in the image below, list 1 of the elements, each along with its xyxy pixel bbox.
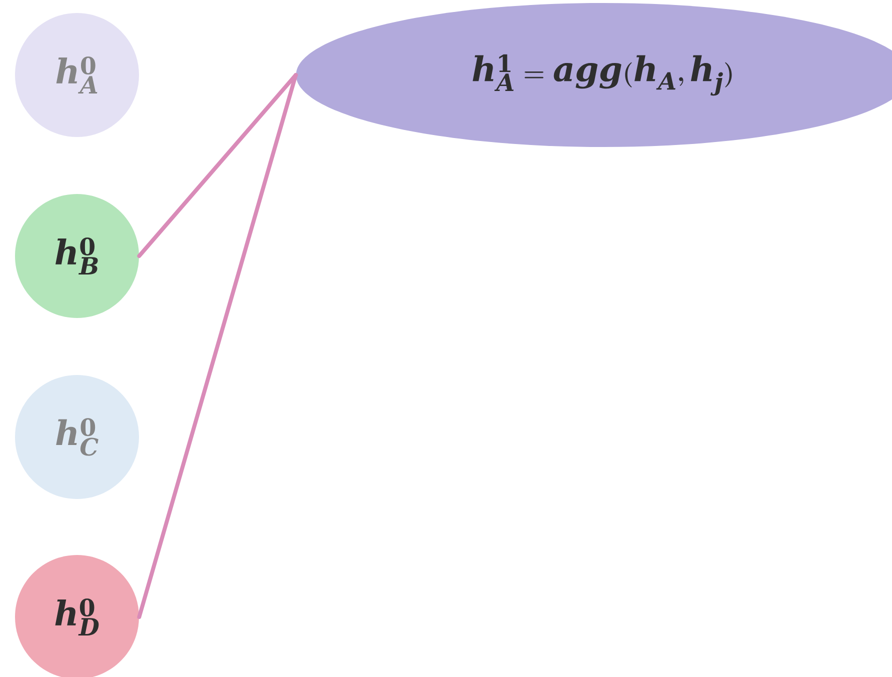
connector-line [137, 73, 298, 619]
